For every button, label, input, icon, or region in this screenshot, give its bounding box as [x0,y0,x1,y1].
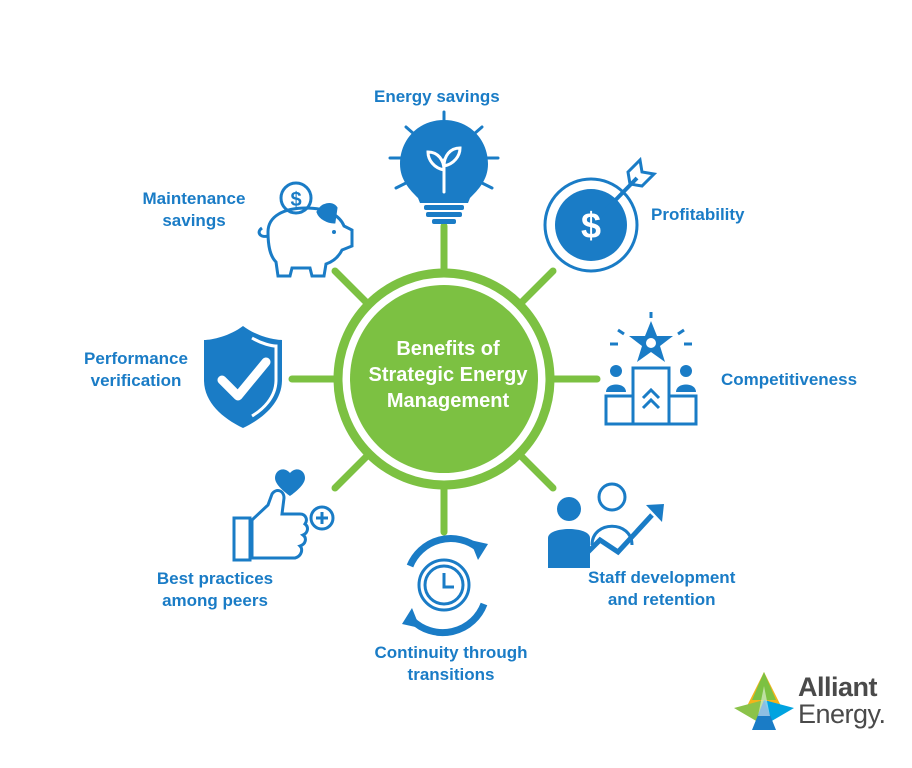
label-competitiveness: Competitiveness [721,370,858,389]
logo-line2: Energy. [798,699,886,729]
svg-text:$: $ [290,189,301,211]
label-energy-savings: Energy savings [374,87,500,106]
clock-cycle-icon [402,535,488,637]
spokes [288,222,601,536]
logo-line1: Alliant [798,672,878,702]
shield-check-icon [204,326,282,428]
lightbulb-plant-icon [388,110,500,224]
alliant-energy-logo-text: Alliant Energy. [798,674,886,728]
label-continuity: Continuity through transitions [374,643,528,684]
label-maintenance-savings: Maintenance savings [142,189,246,230]
center-title-line3: Management [386,390,510,412]
label-performance-verification: Performance verification [84,349,188,390]
center-title-line1: Benefits of [396,338,500,360]
thumbs-up-heart-icon [232,469,335,562]
people-growth-icon [548,482,664,568]
podium-star-icon [604,312,698,426]
dollar-target-icon: $ [543,156,658,273]
svg-text:$: $ [581,205,601,246]
center-disc [350,285,538,473]
label-profitability: Profitability [651,205,745,224]
label-best-practices: Best practices among peers [156,569,274,610]
center-title-line2: Strategic Energy [368,364,528,386]
piggy-bank-icon: $ [257,181,354,278]
label-staff-development: Staff development and retention [588,568,736,609]
alliant-energy-logo-mark [734,672,794,730]
center-title: Benefits of Strategic Energy Management [340,336,556,414]
